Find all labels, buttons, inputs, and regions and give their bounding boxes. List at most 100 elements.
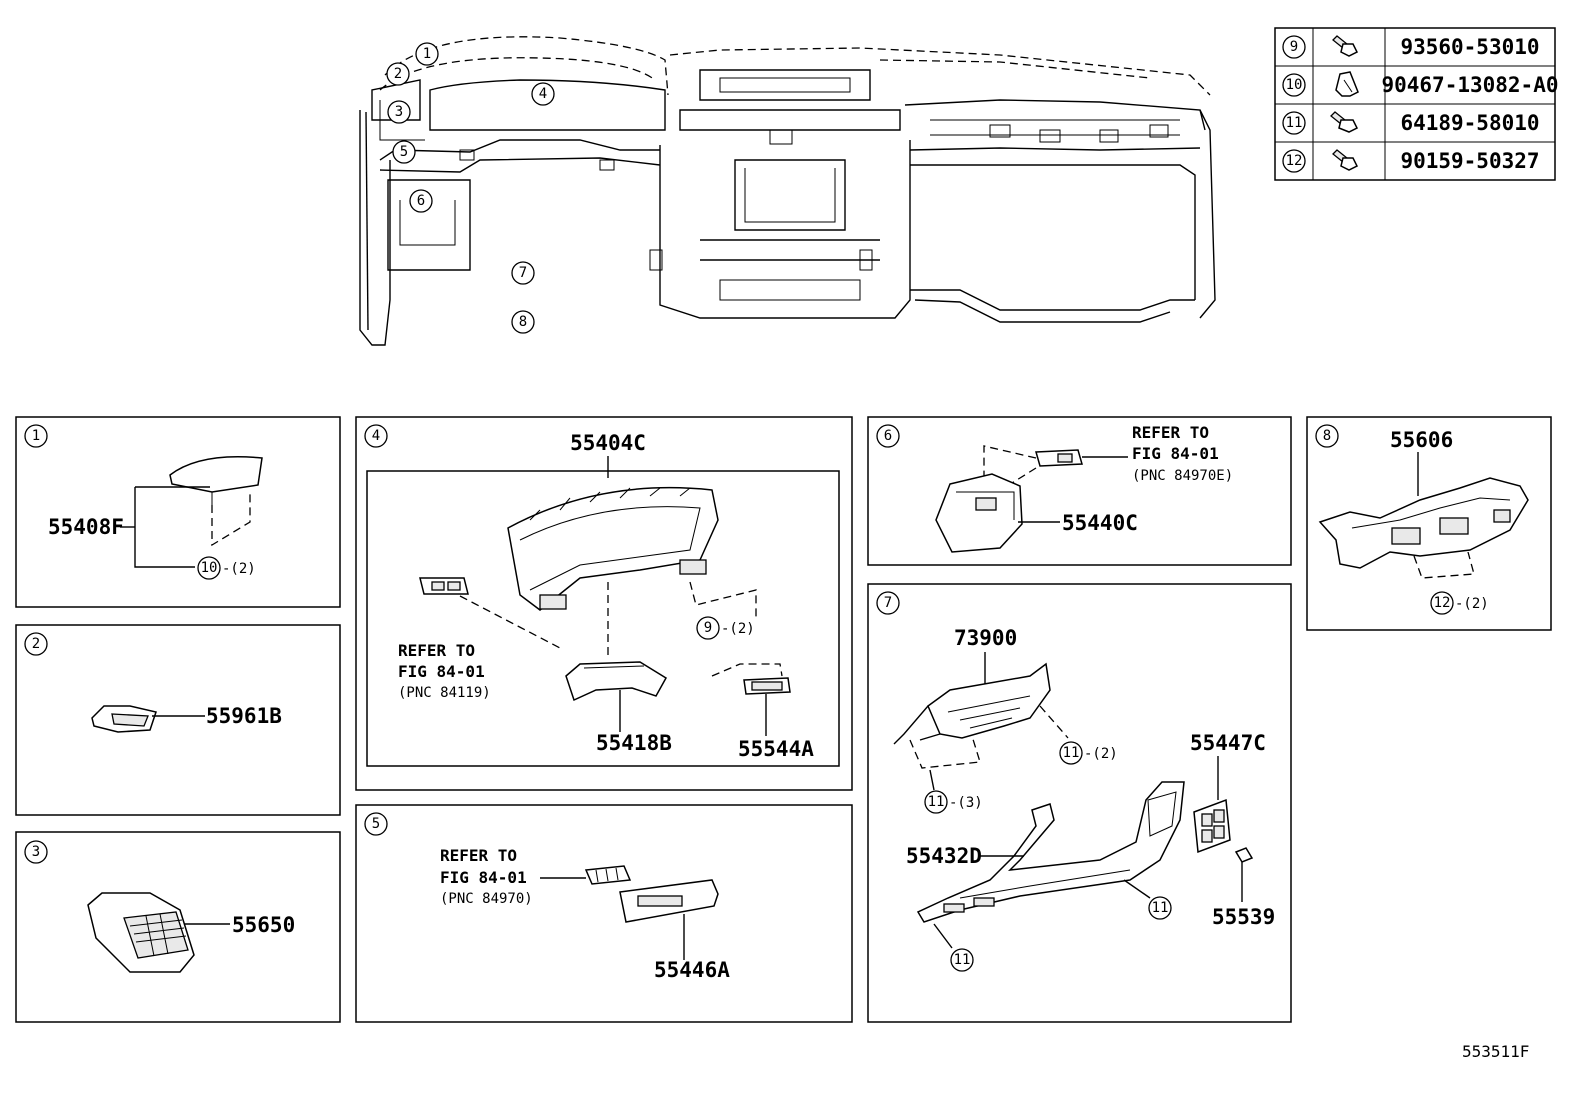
callout-8: 8	[519, 314, 527, 330]
fastener-ref: 12	[1286, 153, 1303, 169]
panel-index: 4	[372, 428, 380, 444]
bezel-part	[619, 879, 719, 923]
refer-text-line2: FIG 84-01	[398, 662, 485, 681]
callout-circle	[415, 42, 439, 66]
callout-circle	[511, 261, 535, 285]
clip-part	[91, 705, 157, 733]
part-number-55408F: 55408F	[48, 515, 124, 539]
switch-part	[1035, 449, 1083, 467]
part-number-55606: 55606	[1390, 428, 1453, 452]
part-number-55404C: 55404C	[570, 431, 646, 455]
clip-part	[1234, 847, 1254, 863]
fastener-row-9: 9 93560-53010	[1282, 35, 1540, 59]
meter-hood-part	[507, 486, 719, 611]
fastener-part-number: 64189-58010	[1400, 111, 1539, 135]
switch-part	[584, 865, 632, 885]
screw-icon	[1330, 111, 1359, 133]
panel-3: 3 55650	[15, 831, 341, 1023]
trim-part	[743, 677, 791, 695]
fastener-callout: 11	[1063, 745, 1080, 761]
callout-5: 5	[400, 144, 408, 160]
part-number-55432D: 55432D	[906, 844, 982, 868]
part-number-55961B: 55961B	[206, 704, 282, 728]
callout-circle	[386, 62, 410, 86]
part-number-55447C: 55447C	[1190, 731, 1266, 755]
callout-circle	[531, 82, 555, 106]
panel-5: 5 REFER TO FIG 84-01 (PNC 84970) 55446A	[355, 804, 853, 1023]
part-number-55418B: 55418B	[596, 731, 672, 755]
fastener-part-number: 93560-53010	[1400, 35, 1539, 59]
callout-circle	[387, 100, 411, 124]
part-number-73900: 73900	[954, 626, 1017, 650]
reinforcement-part	[1318, 477, 1529, 569]
panel-7: 7 73900 11 -(2) 11 -(3) 55447C	[867, 583, 1292, 1023]
under-cover-part	[916, 781, 1185, 923]
fastener-part-number: 90159-50327	[1400, 149, 1539, 173]
callout-6: 6	[417, 193, 425, 209]
callout-circle	[409, 189, 433, 213]
fastener-row-11: 11 64189-58010	[1282, 111, 1540, 135]
part-number-55650: 55650	[232, 913, 295, 937]
panel-index: 6	[884, 428, 892, 444]
refer-text-line3: (PNC 84970E)	[1132, 468, 1233, 484]
refer-text-line1: REFER TO	[398, 641, 475, 660]
refer-text-line2: FIG 84-01	[1132, 444, 1219, 463]
fastener-qty: -(2)	[1084, 746, 1118, 762]
lower-bezel-part	[565, 661, 668, 702]
fastener-part-number: 90467-13082-A0	[1381, 73, 1558, 97]
fastener-qty: -(2)	[721, 621, 755, 637]
fastener-row-12: 12 90159-50327	[1282, 149, 1540, 173]
overview-callouts: 1 2 3 4 5 6 7 8	[386, 42, 555, 334]
screw-icon	[1332, 35, 1359, 57]
refer-text-line1: REFER TO	[440, 846, 517, 865]
panel-index: 7	[884, 595, 892, 611]
fastener-qty: -(2)	[222, 561, 256, 577]
box-part	[935, 473, 1023, 553]
dashboard-overview	[359, 36, 1216, 346]
callout-3: 3	[395, 104, 403, 120]
panel-6: 6 REFER TO FIG 84-01 (PNC 84970E) 55440C	[867, 416, 1292, 566]
part-number-55440C: 55440C	[1062, 511, 1138, 535]
panel-8: 8 55606 12 -(2)	[1306, 416, 1552, 631]
figure-id: 553511F	[1462, 1042, 1529, 1061]
fastener-ref: 9	[1290, 39, 1298, 55]
vent-part	[87, 892, 195, 973]
fastener-row-10: 10 90467-13082-A0	[1282, 71, 1559, 97]
fastener-callout: 12	[1434, 595, 1451, 611]
callout-2: 2	[394, 66, 402, 82]
panel-index: 3	[32, 844, 40, 860]
fastener-callout: 9	[704, 620, 712, 636]
panel-2: 2 55961B	[15, 624, 341, 816]
fastener-callout: 11	[1152, 900, 1169, 916]
part-number-55446A: 55446A	[654, 958, 730, 982]
fastener-callout: 10	[201, 560, 218, 576]
fastener-table: 9 93560-53010 10 90467-13082-A0 11 64189	[1274, 27, 1559, 181]
fastener-qty: -(2)	[1455, 596, 1489, 612]
callout-circle	[392, 140, 416, 164]
callout-7: 7	[519, 265, 527, 281]
fastener-qty: -(3)	[949, 795, 983, 811]
panel-index: 5	[372, 816, 380, 832]
panel-part	[1193, 798, 1231, 854]
fastener-callout: 11	[928, 794, 945, 810]
switch-part	[419, 577, 469, 595]
fastener-callout: 11	[954, 952, 971, 968]
cover-part	[169, 456, 263, 505]
refer-text-line3: (PNC 84970)	[440, 891, 533, 907]
panel-4: 4 55404C REFER TO FIG 84-01 (PNC 84119) …	[355, 416, 853, 791]
fastener-ref: 11	[1286, 115, 1303, 131]
panel-index: 2	[32, 636, 40, 652]
panel-1: 1 55408F 10 -(2)	[15, 416, 341, 608]
callout-1: 1	[423, 46, 431, 62]
part-number-55544A: 55544A	[738, 737, 814, 761]
bracket-part	[893, 662, 1051, 745]
refer-text-line1: REFER TO	[1132, 423, 1209, 442]
callout-4: 4	[539, 86, 547, 102]
part-number-55539: 55539	[1212, 905, 1275, 929]
refer-text-line2: FIG 84-01	[440, 868, 527, 887]
screw-icon	[1332, 149, 1359, 171]
panel-index: 8	[1323, 428, 1331, 444]
refer-text-line3: (PNC 84119)	[398, 685, 491, 701]
clip-icon	[1335, 71, 1359, 97]
